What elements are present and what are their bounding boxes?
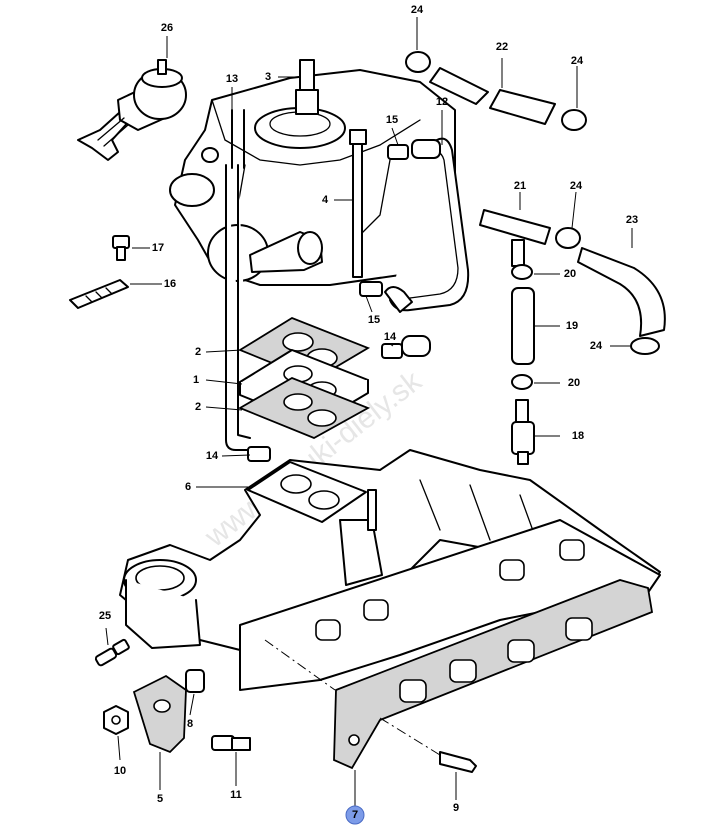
callout-15-upper[interactable]: 15	[386, 114, 398, 126]
callout-14-right[interactable]: 14	[384, 331, 397, 343]
callout-6[interactable]: 6	[185, 481, 191, 493]
vacuum-actuator-26	[77, 59, 187, 161]
callout-16[interactable]: 16	[164, 278, 176, 290]
clamp-24c	[555, 227, 581, 249]
clamp-20b	[511, 374, 533, 390]
callout-25[interactable]: 25	[99, 610, 111, 622]
callout-22[interactable]: 22	[496, 41, 508, 53]
manifold-gasket-7	[333, 579, 654, 770]
clamp-20a	[511, 264, 533, 280]
clamp-24d	[630, 337, 660, 355]
clamp-24b	[561, 109, 587, 131]
callout-24-top-right[interactable]: 24	[571, 55, 584, 67]
callout-11[interactable]: 11	[230, 789, 242, 801]
callout-7[interactable]: 7	[352, 809, 358, 821]
valve-18	[511, 399, 535, 465]
callout-5[interactable]: 5	[157, 793, 163, 805]
callout-24-lower[interactable]: 24	[590, 340, 603, 352]
callout-20-upper[interactable]: 20	[564, 268, 576, 280]
nut-10	[103, 705, 129, 735]
callout-labels: 1 2 2 3 4 5 6 7 8 9 10 11 12 13 14 14 15…	[99, 4, 638, 821]
callout-10[interactable]: 10	[114, 765, 126, 777]
hose-23	[577, 247, 666, 337]
callout-24-middle[interactable]: 24	[570, 180, 583, 192]
callout-23[interactable]: 23	[626, 214, 638, 226]
plate-16	[69, 279, 129, 309]
callout-18[interactable]: 18	[572, 430, 584, 442]
callout-3[interactable]: 3	[265, 71, 271, 83]
plug-8	[185, 669, 205, 693]
hose-19	[511, 287, 535, 365]
callout-20-lower[interactable]: 20	[568, 377, 580, 389]
callout-12[interactable]: 12	[436, 96, 448, 108]
pipe-21	[479, 209, 551, 267]
callout-4[interactable]: 4	[322, 194, 329, 206]
callout-24-top-left[interactable]: 24	[411, 4, 424, 16]
callout-2-lower[interactable]: 2	[195, 401, 201, 413]
callout-1[interactable]: 1	[193, 374, 199, 386]
callout-21[interactable]: 21	[514, 180, 526, 192]
callout-14-left[interactable]: 14	[206, 450, 219, 462]
clamp-24a	[405, 51, 431, 73]
callout-15-lower[interactable]: 15	[368, 314, 380, 326]
callout-9[interactable]: 9	[453, 802, 459, 814]
callout-2-upper[interactable]: 2	[195, 346, 201, 358]
sensor-25	[94, 638, 130, 667]
callout-13[interactable]: 13	[226, 73, 238, 85]
callout-17[interactable]: 17	[152, 242, 164, 254]
stud-3	[295, 59, 319, 115]
pipe-22	[429, 67, 556, 125]
callout-26[interactable]: 26	[161, 22, 173, 34]
gasket-2-lower	[237, 377, 371, 439]
stud-9	[439, 751, 477, 773]
callout-7-highlight	[345, 805, 365, 825]
leader-lines	[105, 17, 633, 808]
clamp-14b	[247, 446, 271, 462]
clamp-15b	[359, 281, 413, 313]
bolt-4	[349, 129, 367, 278]
intake-manifold-6	[119, 449, 661, 651]
callout-8[interactable]: 8	[187, 718, 193, 730]
screw-17	[112, 235, 130, 261]
bolt-11	[211, 735, 251, 751]
callout-19[interactable]: 19	[566, 320, 578, 332]
gasket-5	[132, 674, 187, 754]
clamp-15a	[387, 139, 441, 160]
clamp-14a	[381, 335, 431, 359]
